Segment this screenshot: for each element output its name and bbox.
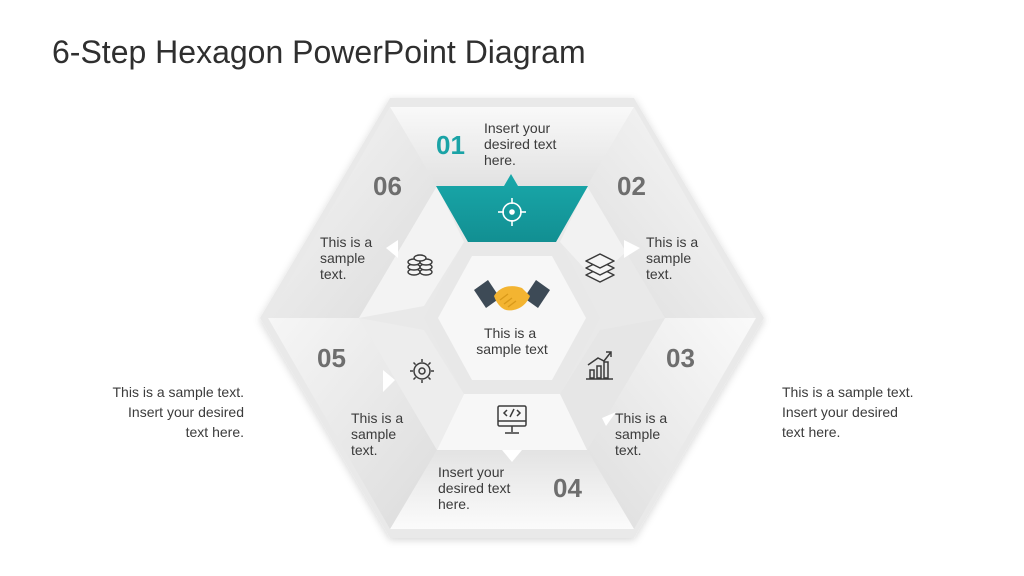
- side-note-right-line: text here.: [782, 424, 841, 440]
- handshake-icon: [474, 280, 550, 311]
- step-number-05: 05: [317, 343, 346, 373]
- step-label-02: This is a sample text.: [646, 234, 702, 282]
- gear-icon: [410, 359, 434, 383]
- center-label: This is a sample text: [476, 325, 548, 357]
- side-note-right: This is a sample text. Insert your desir…: [782, 382, 932, 442]
- target-icon: [498, 198, 526, 226]
- layers-icon: [585, 253, 615, 283]
- pointer-arrow-02: [624, 240, 640, 258]
- step-number-04: 04: [553, 473, 582, 503]
- page-title: 6-Step Hexagon PowerPoint Diagram: [52, 34, 586, 70]
- step-number-03: 03: [666, 343, 695, 373]
- growth-chart-icon: [586, 351, 613, 380]
- inner-segment-04: [437, 394, 587, 450]
- pointer-arrow-04: [502, 450, 522, 462]
- step-label-05: This is a sample text.: [351, 410, 407, 458]
- panel-step-04: [390, 450, 634, 529]
- active-segment-01: [436, 174, 588, 242]
- step-number-06: 06: [373, 171, 402, 201]
- pointer-arrow-06: [386, 240, 398, 258]
- panel-step-03: [587, 318, 756, 529]
- step-number-02: 02: [617, 171, 646, 201]
- panel-step-02: [587, 107, 756, 318]
- center-hexagon: [438, 256, 586, 380]
- step-number-01: 01: [436, 130, 465, 160]
- step-label-01: Insert your desired text here.: [484, 120, 560, 168]
- step-label-04: Insert your desired text here.: [438, 464, 514, 512]
- side-note-left-line: Insert your desired: [128, 404, 244, 420]
- inner-segment-02: [560, 186, 626, 280]
- side-note-right-line: Insert your desired: [782, 404, 898, 420]
- panel-step-05: [268, 318, 437, 529]
- step-label-03: This is a sample text.: [615, 410, 671, 458]
- side-note-left: This is a sample text. Insert your desir…: [94, 382, 245, 442]
- pointer-arrow-05: [383, 370, 395, 392]
- inner-segment-06: [359, 186, 464, 318]
- inner-segment-05: [359, 318, 464, 450]
- side-note-left-line: text here.: [185, 424, 244, 440]
- side-note-left-line: This is a sample text.: [112, 384, 245, 400]
- panel-step-06: [268, 107, 437, 318]
- side-note-right-line: This is a sample text.: [782, 384, 914, 400]
- step-label-06: This is a sample text.: [320, 234, 376, 282]
- inner-segment-03: [560, 318, 665, 450]
- coins-icon: [407, 254, 433, 276]
- pointer-arrow-03: [602, 412, 616, 426]
- code-monitor-icon: [497, 405, 527, 434]
- panel-step-01: [390, 107, 634, 186]
